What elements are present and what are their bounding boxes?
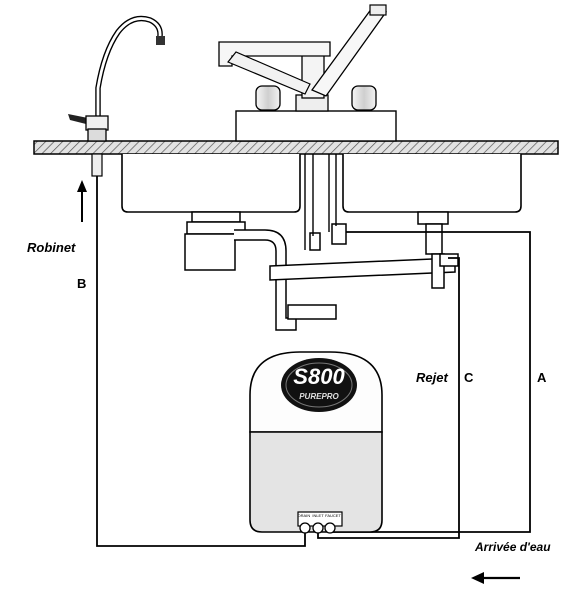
ro-unit (249, 351, 383, 534)
arrow-left-icon (471, 572, 520, 584)
label-c: C (464, 370, 474, 385)
port-label-inlet: INLET (312, 513, 324, 518)
unit-brand-logo: PUREPRO (299, 392, 339, 401)
label-rejet: Rejet (416, 370, 448, 385)
label-robinet: Robinet (27, 240, 76, 255)
countertop (33, 140, 559, 155)
drain-plumbing (184, 211, 459, 331)
sink-left-basin (121, 154, 301, 213)
kitchen-faucet (218, 4, 397, 142)
tube-b-faucet (96, 176, 306, 547)
unit-logo-badge (281, 358, 357, 412)
unit-model-logo: S800 (293, 364, 345, 389)
ro-drinking-faucet (68, 15, 165, 177)
port-label-faucet: FAUCET (325, 513, 341, 518)
port-label-drain: DRAIN (297, 513, 311, 518)
label-arrivee-eau: Arrivée d'eau (475, 540, 551, 554)
sink-right-basin (342, 154, 522, 213)
label-b: B (77, 276, 87, 291)
label-a: A (537, 370, 547, 385)
arrow-up-icon (77, 180, 87, 222)
